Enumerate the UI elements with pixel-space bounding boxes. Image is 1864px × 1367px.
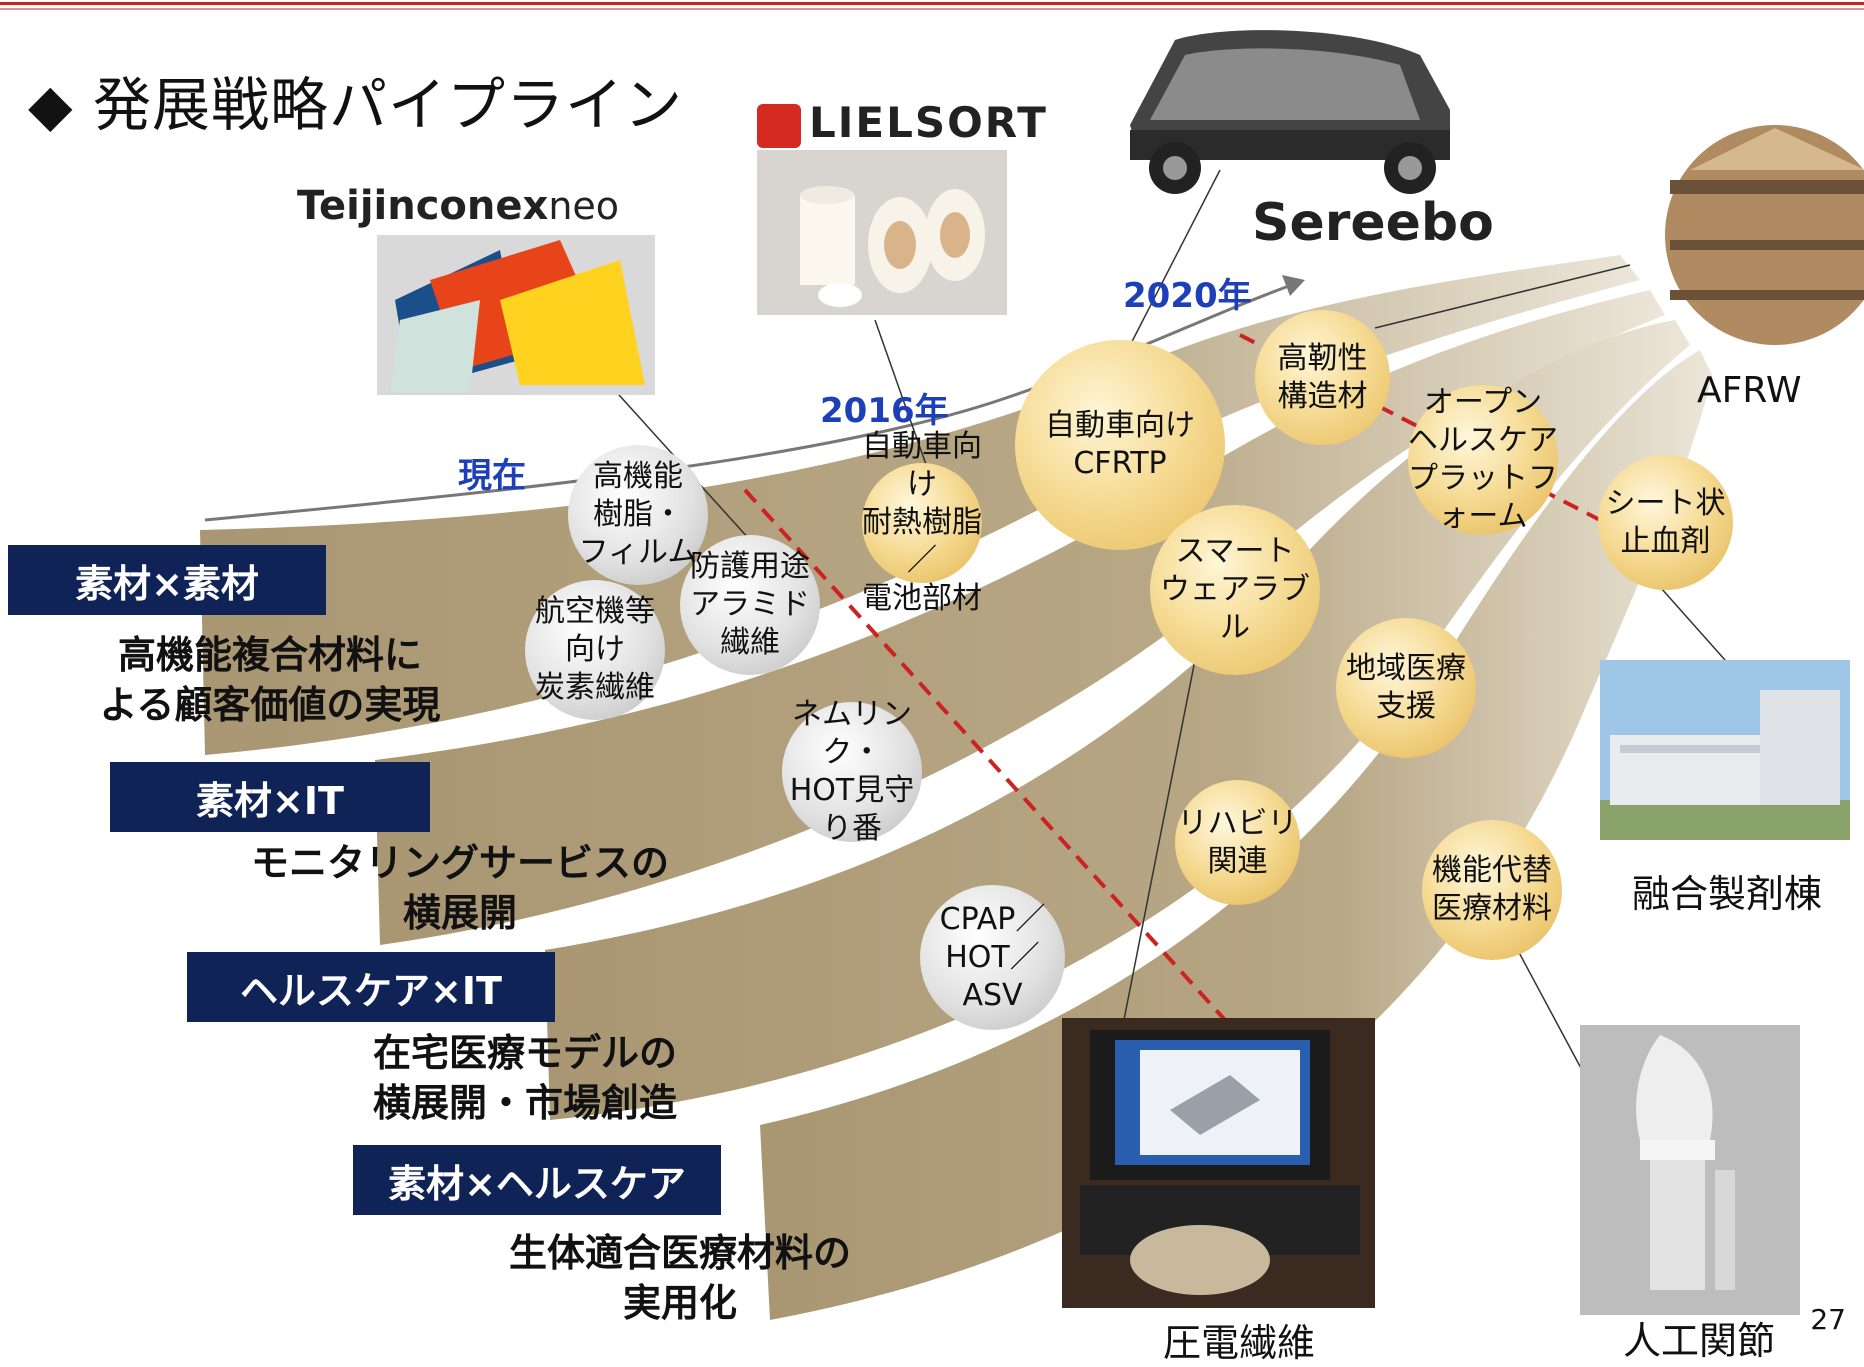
desc-line: 実用化 [622,1281,737,1325]
bubble-line: 止血剤 [1620,523,1711,559]
lielsort-mark-icon [757,103,801,148]
bubble-rehab: リハビリ 関連 [1175,780,1300,905]
teijinconex-logo: Teijinconexneo [297,183,619,229]
caption-piezo-fiber: 圧電繊維 [1163,1321,1316,1365]
desc-line: 在宅医療モデルの [372,1031,677,1075]
category-label-material-it: 素材×IT [110,762,430,832]
bubble-line: 支援 [1376,689,1436,724]
top-rule [0,2,1864,10]
category-desc-healthcare-it: 在宅医療モデルの 横展開・市場創造 [340,1028,710,1128]
bubble-line: 高靭性 [1277,340,1368,376]
bubble-line: プラットフォーム [1408,461,1558,534]
label-2016: 2016年 [820,391,949,431]
bubble-line: スマート [1175,534,1295,569]
label-now: 現在 [458,456,526,496]
bubble-line: 炭素繊維 [535,670,655,705]
bubble-aramid: 防護用途 アラミド繊維 [680,535,820,675]
bubble-line: 向け [565,632,625,667]
bubble-line: 高機能 [593,459,683,494]
desc-line: 生体適合医療材料の [508,1231,851,1275]
bubble-line: 樹脂・ [593,497,683,532]
category-desc-material-material: 高機能複合材料に よる顧客価値の実現 [70,630,470,730]
bubble-sheet-hemostat: シート状 止血剤 [1598,455,1733,590]
bubble-line: アラミド繊維 [690,587,810,660]
sereebo-logo: Sereebo [1252,193,1494,253]
connector-sereebo [1119,169,1221,366]
page-number: 27 [1810,1303,1846,1336]
bubble-line: ウェアラブル [1160,572,1310,645]
bubble-smart-wearable: スマート ウェアラブル [1150,505,1320,675]
band-material-it [375,290,1665,945]
bubble-line: オープン [1423,385,1543,420]
bubble-aircraft-carbon-fiber: 航空機等 向け 炭素繊維 [525,580,665,720]
connector-joint [1514,944,1591,1086]
label-2020: 2020年 [1123,276,1252,316]
desc-line: モニタリングサービスの [250,841,669,885]
bubble-line: CPAP／ [939,901,1046,937]
bubble-line: 電池部材 [862,581,982,616]
bubble-line: HOT見守り番 [789,773,915,846]
teijinconex-fabric-image [377,235,655,395]
category-desc-material-healthcare: 生体適合医療材料の 実用化 [470,1228,890,1328]
lielsort-name: LIELSORT [809,98,1048,147]
bubble-line: ネムリンク・ [792,697,912,770]
sereebo-car-image [1130,30,1450,194]
lielsort-rolls-image [757,150,1007,315]
bubble-line: 航空機等 [535,594,655,629]
bubble-line: リハビリ [1177,805,1298,841]
bubble-line: CFRTP [1073,446,1167,481]
bubble-cpap: CPAP／ HOT／ASV [920,885,1065,1030]
timeline-arrowhead [1282,275,1305,296]
category-label-material-healthcare: 素材×ヘルスケア [353,1145,721,1215]
bubble-line: フィルム [578,535,698,570]
bubble-line: ヘルスケア [1408,423,1558,458]
bubble-line: 機能代替 [1432,853,1552,888]
band-material-healthcare [760,350,1712,1320]
band-healthcare-it [545,320,1690,1120]
bubble-line: 医療材料 [1432,891,1552,926]
bubble-nemlink: ネムリンク・ HOT見守り番 [782,697,922,846]
caption-afrw: AFRW [1697,370,1802,411]
bubble-line: 構造材 [1277,378,1368,414]
bubble-auto-cfrtp: 自動車向け CFRTP [1015,340,1225,550]
desc-line: 高機能複合材料に [117,633,422,677]
fusion-building-image [1600,660,1850,840]
category-label-material-material: 素材×素材 [8,545,326,615]
teijinconex-suffix: neo [548,184,620,228]
bubble-line: 耐熱樹脂／ [862,505,982,578]
bubble-line: 自動車向け [862,429,982,502]
desc-line: よる顧客価値の実現 [99,683,441,727]
bubble-line: シート状 [1605,485,1726,521]
caption-artificial-joint: 人工関節 [1623,1319,1776,1363]
page-title: ◆ 発展戦略パイプライン [28,71,684,139]
connector-afrw [1374,264,1631,329]
timeline-arrow-line [204,280,1301,522]
dashed-2016 [743,488,1227,1022]
bubble-line: HOT／ASV [945,939,1040,1013]
bubble-functional-replacement: 機能代替 医療材料 [1422,820,1562,960]
bubble-line: 自動車向け [1045,408,1195,443]
category-label-healthcare-it: ヘルスケア×IT [187,952,555,1022]
connector-lielsort [874,319,936,491]
desc-line: 横展開・市場創造 [372,1081,677,1125]
caption-fusion-building: 融合製剤棟 [1632,872,1823,916]
bubble-high-func-resin: 高機能 樹脂・ フィルム [568,445,708,585]
bubble-tough-structural: 高靭性 構造材 [1255,310,1390,445]
bubble-line: 防護用途 [690,549,810,584]
bubble-open-healthcare: オープン ヘルスケア プラットフォーム [1408,385,1558,535]
piezo-laptop-image [1062,1018,1375,1308]
desc-line: 横展開 [402,891,517,935]
artificial-joint-image [1580,1025,1800,1315]
bubble-regional-care: 地域医療 支援 [1336,618,1476,758]
afrw-wood-image [1665,125,1864,345]
lielsort-logo: LIELSORT [757,98,1048,148]
category-desc-material-it: モニタリングサービスの 横展開 [240,838,680,938]
bubble-line: 地域医療 [1346,651,1466,686]
bubble-auto-resin: 自動車向け 耐熱樹脂／ 電池部材 [862,429,982,616]
connector-piezo [1119,659,1196,1041]
teijinconex-name: Teijinconex [297,183,549,229]
bubble-line: 関連 [1207,843,1268,879]
